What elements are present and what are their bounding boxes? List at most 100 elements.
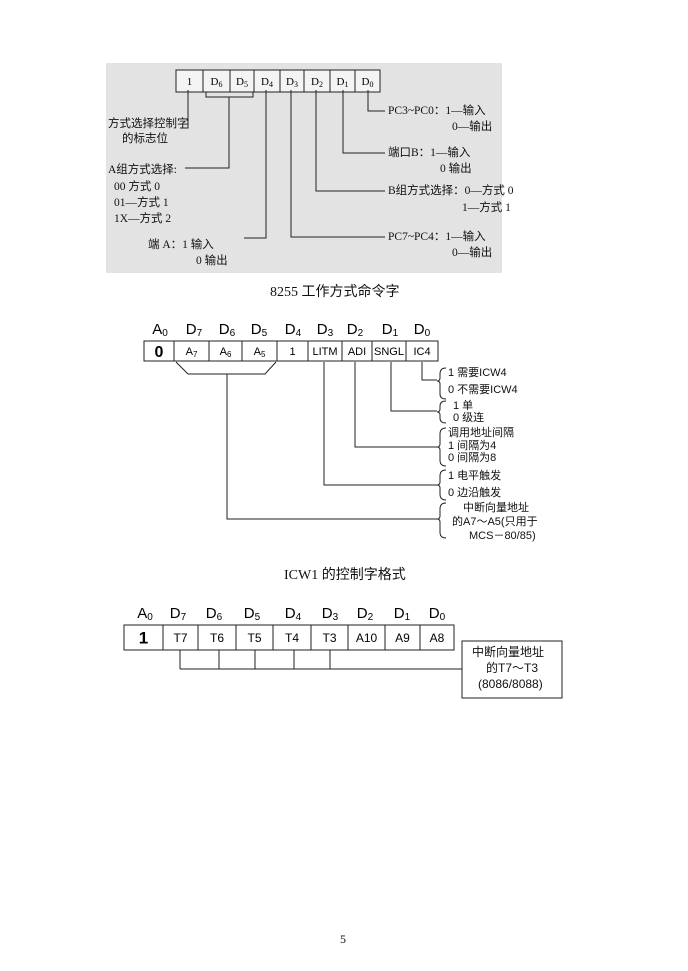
fig2-header-8: D0 bbox=[414, 321, 431, 339]
fig3-cell-8 bbox=[419, 624, 455, 651]
fig2-label-adi-3: 0 间隔为8 bbox=[448, 452, 497, 464]
fig3-cell-label-2: T6 bbox=[210, 631, 224, 645]
fig1-label-group-a-3: 01—方式 1 bbox=[114, 197, 169, 209]
fig2-cell-label-6: ADI bbox=[348, 346, 366, 358]
fig2-label-litm-1: 1 电平触发 bbox=[448, 470, 502, 482]
fig1-label-group-b-2: 1—方式 1 bbox=[462, 202, 511, 214]
fig2-header-2: D6 bbox=[219, 321, 236, 339]
fig1-cell-label-6: D1 bbox=[337, 76, 349, 89]
fig3-cell-6 bbox=[347, 624, 386, 651]
fig2-cell-label-0: 0 bbox=[155, 344, 164, 361]
fig2-cell-label-5: LITM bbox=[312, 346, 337, 358]
fig1-label-pc-high-1: PC7~PC4：1—输入 bbox=[388, 231, 486, 243]
fig2-header-5: D3 bbox=[317, 321, 334, 339]
fig3-cell-4 bbox=[272, 624, 312, 651]
fig2-label-ic4-2: 0 不需要ICW4 bbox=[448, 384, 518, 396]
fig3-header-4: D4 bbox=[285, 605, 302, 623]
fig2-caption: ICW1 的控制字格式 bbox=[284, 568, 406, 583]
fig1-cell-label-5: D2 bbox=[311, 76, 323, 89]
fig2-header-0: A0 bbox=[152, 321, 168, 339]
fig2-header-3: D5 bbox=[251, 321, 268, 339]
fig2-label-adi-2: 1 间隔为4 bbox=[448, 440, 497, 452]
fig1-label-mode-flag-1: 方式选择控制字 bbox=[108, 118, 189, 130]
fig3-header-7: D1 bbox=[394, 605, 411, 623]
fig2-label-vector-2: 的A7～A5(只用于 bbox=[452, 516, 538, 528]
fig1-background bbox=[106, 63, 502, 273]
fig1-label-group-a-4: 1X—方式 2 bbox=[114, 213, 172, 225]
fig2-header-6: D2 bbox=[347, 321, 364, 339]
fig1-cell-label-2: D5 bbox=[236, 76, 248, 89]
fig1-label-port-b-2: 0 输出 bbox=[440, 163, 472, 175]
page-number: 5 bbox=[340, 932, 346, 946]
fig1-cell-label-7: D0 bbox=[362, 76, 374, 89]
fig1-cell-label-1: D6 bbox=[211, 76, 223, 89]
fig3-cell-label-5: T3 bbox=[322, 631, 336, 645]
fig3-header-3: D5 bbox=[244, 605, 261, 623]
fig2-register: 0 A7 A6 A5 1 LITM ADI SNGL IC4 bbox=[143, 340, 439, 362]
fig1-connectors bbox=[180, 90, 385, 239]
fig3-header-6: D2 bbox=[357, 605, 374, 623]
fig1-cell-label-3: D4 bbox=[261, 76, 273, 89]
fig3-header-0: A0 bbox=[137, 605, 153, 623]
fig3-note-3: (8086/8088) bbox=[478, 677, 543, 691]
fig3-cell-label-8: A8 bbox=[430, 631, 445, 645]
fig1-label-port-a-1: 端 A：1 输入 bbox=[148, 239, 214, 251]
fig2-icw1: A0 D7 D6 D5 D4 D3 D2 D1 D0 0 A7 A6 A5 1 LITM ADI SNGL IC… bbox=[143, 321, 447, 539]
fig3-header-1: D7 bbox=[170, 605, 187, 623]
fig2-header-7: D1 bbox=[382, 321, 399, 339]
fig2-label-litm-2: 0 边沿触发 bbox=[448, 487, 502, 499]
fig2-label-vector-3: MCS－80/85) bbox=[469, 530, 536, 542]
fig2-connectors bbox=[175, 361, 447, 539]
fig3-cell-label-3: T5 bbox=[247, 631, 261, 645]
fig1-label-group-a-2: 00 方式 0 bbox=[114, 181, 160, 193]
fig3-cell-label-6: A10 bbox=[356, 631, 378, 645]
fig3-register: 1 T7 T6 T5 T4 T3 A10 A9 A8 bbox=[123, 624, 455, 651]
fig2-label-sngl-1: 1 单 bbox=[453, 400, 474, 412]
fig3-cell-1 bbox=[162, 624, 199, 651]
fig3-header-2: D6 bbox=[206, 605, 223, 623]
fig3-icw2: A0 D7 D6 D5 D4 D3 D2 D1 D0 1 T7 T6 T5 T4 T3 A10 A9 A8 bbox=[123, 605, 563, 699]
fig3-header-5: D3 bbox=[322, 605, 339, 623]
fig1-label-pc-low-1: PC3~PC0：1—输入 bbox=[388, 105, 486, 117]
fig3-cell-label-1: T7 bbox=[173, 631, 187, 645]
fig2-cell-label-4: 1 bbox=[289, 346, 295, 358]
fig2-cell-label-7: SNGL bbox=[374, 346, 404, 358]
fig1-caption: 8255 工作方式命令字 bbox=[270, 285, 400, 300]
fig3-note-1: 中断向量地址 bbox=[472, 645, 545, 659]
fig2-cell-label-2: A6 bbox=[220, 346, 232, 359]
fig1-label-group-a-1: A组方式选择: bbox=[108, 164, 177, 176]
fig3-bit-headers: A0 D7 D6 D5 D4 D3 D2 D1 D0 bbox=[137, 605, 445, 623]
fig1-label-pc-low-2: 0—输出 bbox=[452, 121, 493, 133]
fig3-connectors bbox=[179, 650, 462, 670]
fig1-label-pc-high-2: 0—输出 bbox=[452, 247, 493, 259]
fig1-label-port-b-1: 端口B：1—输入 bbox=[388, 147, 471, 159]
fig1-cell-label-4: D3 bbox=[286, 76, 298, 89]
fig3-cell-5 bbox=[310, 624, 349, 651]
fig3-note-2: 的T7～T3 bbox=[486, 661, 539, 675]
fig2-cell-8 bbox=[405, 340, 439, 362]
fig3-cell-0 bbox=[123, 624, 164, 651]
fig1-label-mode-flag-2: 的标志位 bbox=[122, 133, 168, 145]
fig1-label-port-a-2: 0 输出 bbox=[196, 255, 228, 267]
fig2-header-4: D4 bbox=[285, 321, 302, 339]
fig2-header-1: D7 bbox=[186, 321, 203, 339]
fig2-cell-label-1: A7 bbox=[186, 346, 198, 359]
fig3-cell-3 bbox=[235, 624, 274, 651]
fig2-label-adi-1: 调用地址间隔 bbox=[448, 427, 514, 439]
fig2-label-sngl-2: 0 级连 bbox=[453, 412, 485, 424]
fig2-label-vector-1: 中断向量地址 bbox=[463, 502, 529, 514]
fig2-bit-headers: A0 D7 D6 D5 D4 D3 D2 D1 D0 bbox=[152, 321, 430, 339]
fig3-note-box bbox=[461, 640, 563, 699]
fig3-cell-2 bbox=[197, 624, 237, 651]
fig2-cell-label-3: A5 bbox=[254, 346, 266, 359]
fig3-cell-label-4: T4 bbox=[285, 631, 299, 645]
fig2-cell-label-8: IC4 bbox=[413, 346, 430, 358]
fig1-label-group-b-1: B组方式选择：0—方式 0 bbox=[388, 185, 514, 197]
fig2-label-ic4-1: 1 需要ICW4 bbox=[448, 367, 507, 379]
fig3-header-8: D0 bbox=[429, 605, 446, 623]
fig3-cell-label-0: 1 bbox=[139, 629, 148, 648]
fig3-cell-label-7: A9 bbox=[395, 631, 410, 645]
